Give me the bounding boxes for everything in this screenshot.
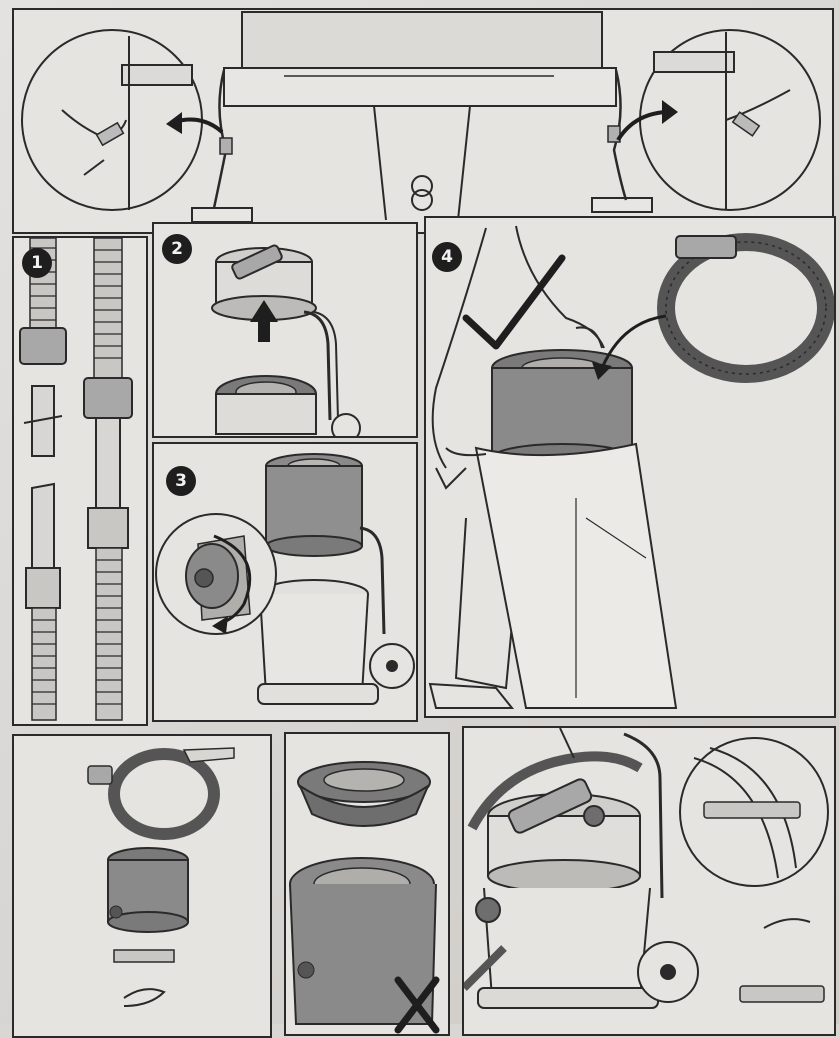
step-number-1: 1 <box>22 248 52 278</box>
panel-step-3: 3 <box>152 442 418 722</box>
step-number-2: 2 <box>162 234 192 264</box>
panel-step-1: 1 <box>12 236 148 726</box>
step-number-3: 3 <box>166 466 196 496</box>
panel-incorrect <box>284 732 450 1036</box>
incorrect-assembly-illustration <box>289 761 440 1034</box>
bag-fitting-illustration <box>428 225 834 709</box>
hose-parts-illustration <box>19 238 133 721</box>
lift-head-illustration <box>211 244 361 436</box>
step-number-4: 4 <box>432 242 462 272</box>
filter-lock-illustration <box>155 453 415 705</box>
panel-assembled-machine <box>462 726 836 1036</box>
accessories-illustration <box>87 747 235 1007</box>
panel-step-2: 2 <box>152 222 418 438</box>
panel-top-hose-clips <box>12 8 834 234</box>
panel-accessories <box>12 734 272 1038</box>
panel-step-4: 4 <box>424 216 836 718</box>
hose-clip-illustration <box>21 11 821 223</box>
assembled-machine-illustration <box>464 728 829 1009</box>
